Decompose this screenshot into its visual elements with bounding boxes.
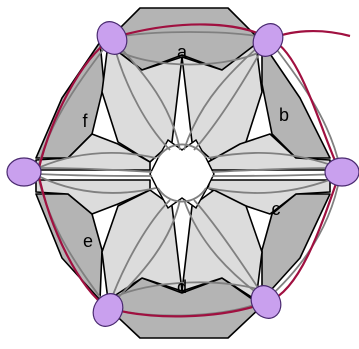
label-d: d <box>177 277 187 297</box>
center-hole <box>149 138 215 210</box>
label-b: b <box>279 105 289 125</box>
label-e: e <box>83 231 93 251</box>
label-c: c <box>272 199 281 219</box>
label-a: a <box>177 42 188 62</box>
bead-bottom-right <box>250 285 282 319</box>
bead-top-left <box>96 21 128 55</box>
inner-tile-7 <box>35 179 151 215</box>
bead-right <box>324 157 359 187</box>
label-f: f <box>82 111 88 131</box>
bead-bottom-left <box>92 293 124 327</box>
bead-left <box>6 157 42 187</box>
beads <box>6 21 359 327</box>
segment-labels: a b c d e f <box>82 42 289 297</box>
bead-top-right <box>252 23 284 57</box>
gray-threads <box>37 31 341 317</box>
inner-tile-8 <box>35 133 151 171</box>
inner-tile-5 <box>181 189 263 301</box>
